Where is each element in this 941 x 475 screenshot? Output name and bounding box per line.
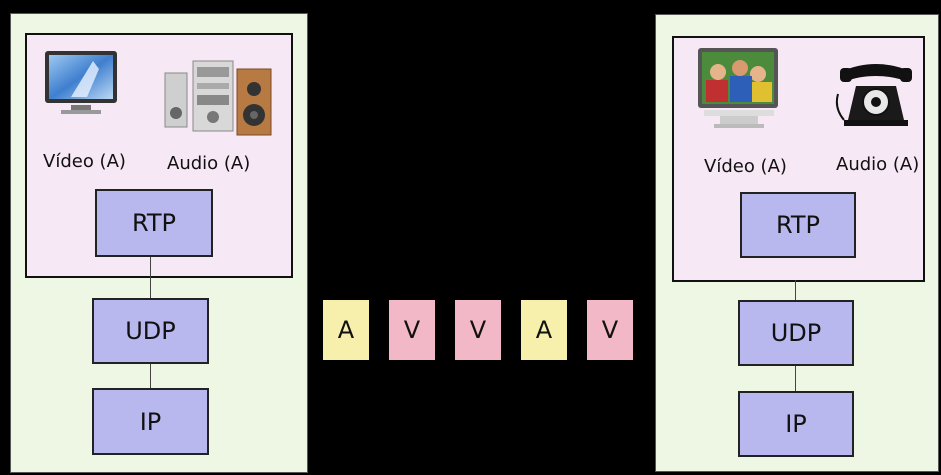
left-udp-box: UDP [92, 298, 209, 364]
left-rtp-udp-connector [150, 257, 151, 298]
telephone-icon [834, 58, 918, 130]
left-application-area: Vídeo (A) Audio (A) RTP [25, 33, 293, 278]
packet-video: V [587, 300, 633, 360]
packet-video: V [389, 300, 435, 360]
left-audio-label: Audio (A) [167, 153, 250, 174]
packet-video: V [455, 300, 501, 360]
right-video-label: Vídeo (A) [704, 156, 787, 177]
tv-icon [694, 44, 784, 134]
right-rtp-box: RTP [740, 192, 856, 258]
monitor-icon [41, 47, 121, 119]
left-rtp-box: RTP [95, 189, 213, 257]
right-ip-box: IP [738, 391, 854, 457]
right-application-area: Vídeo (A) Audio (A) RTP [672, 36, 925, 282]
left-host-panel: Vídeo (A) Audio (A) RTP UDP IP [10, 13, 308, 473]
left-video-label: Vídeo (A) [43, 151, 126, 172]
right-udp-box: UDP [738, 300, 854, 366]
right-host-panel: Vídeo (A) Audio (A) RTP UDP IP [655, 14, 939, 472]
right-rtp-udp-connector [795, 280, 796, 300]
packet-audio: A [521, 300, 567, 360]
left-udp-ip-connector [150, 364, 151, 388]
left-ip-box: IP [92, 388, 209, 455]
stereo-speakers-icon [159, 55, 277, 143]
packet-audio: A [323, 300, 369, 360]
right-audio-label: Audio (A) [836, 154, 919, 175]
right-udp-ip-connector [795, 366, 796, 391]
